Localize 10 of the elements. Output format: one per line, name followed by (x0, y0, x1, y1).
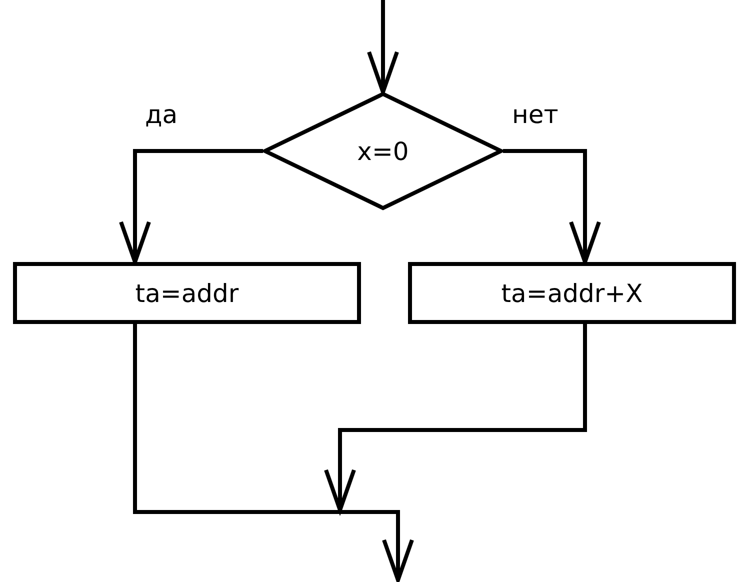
decision-diamond (263, 92, 503, 210)
arrow (119, 149, 263, 264)
node-label: x=0 (357, 136, 409, 166)
process-box (13, 262, 361, 324)
arrow (503, 149, 601, 264)
process-box (408, 262, 736, 324)
node-label: ta=addr+X (501, 278, 643, 308)
arrow (367, 0, 399, 94)
arrow (133, 324, 414, 582)
node-label: ta=addr (135, 278, 239, 308)
